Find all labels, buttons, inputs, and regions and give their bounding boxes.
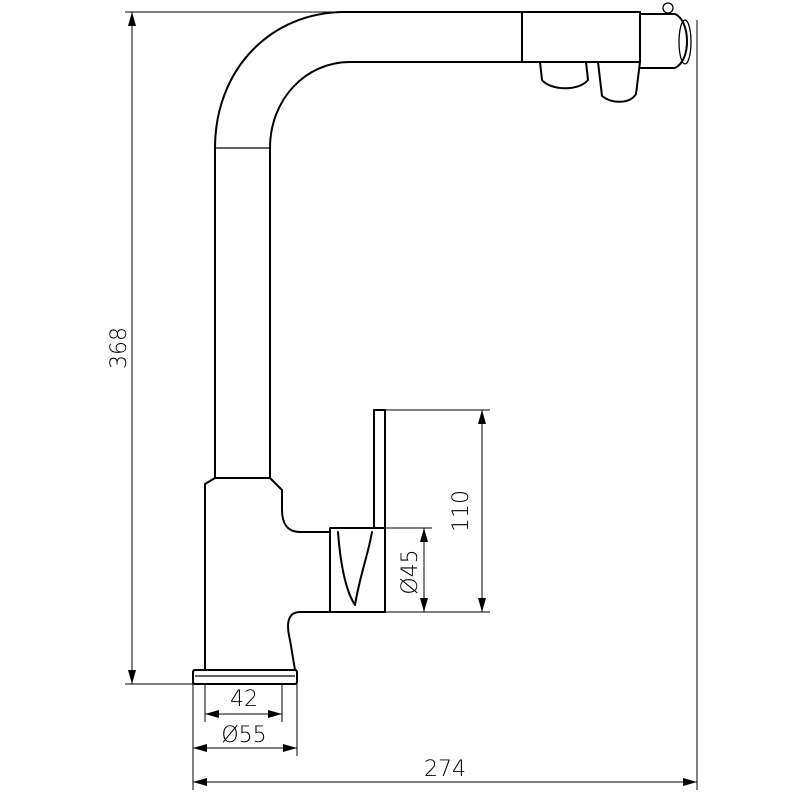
lever-curve xyxy=(337,531,373,606)
spout-outer-contour xyxy=(214,11,641,479)
dim-base-inner: 42 xyxy=(204,684,283,722)
label-lever-height: 110 xyxy=(449,490,474,532)
spout-head xyxy=(521,11,641,63)
arrow-down xyxy=(128,670,136,684)
spout-knob-left xyxy=(539,61,589,90)
arrow-up xyxy=(128,12,136,26)
label-handle-diameter: Ø45 xyxy=(398,549,423,594)
body-block xyxy=(204,477,331,671)
spout-knob-right xyxy=(597,61,641,103)
dim-base-outer: Ø55 xyxy=(192,684,298,790)
label-total-width: 274 xyxy=(424,757,466,782)
label-height-total: 368 xyxy=(107,327,132,369)
label-base-inner: 42 xyxy=(230,687,258,712)
label-base-outer: Ø55 xyxy=(221,723,266,748)
lever-stem xyxy=(373,409,386,529)
spout-head-pin xyxy=(662,2,674,14)
faucet-body xyxy=(192,2,692,685)
dim-handle-diameter: Ø45 xyxy=(385,527,432,612)
spout-head-tip xyxy=(639,13,688,69)
dim-lever-height: 110 xyxy=(385,409,490,613)
base-plate xyxy=(192,669,298,685)
dim-total-width: 274 xyxy=(193,20,698,790)
spout-aerator xyxy=(678,19,692,65)
dim-height-total: 368 xyxy=(107,11,520,685)
spout-inner-contour xyxy=(269,61,526,479)
